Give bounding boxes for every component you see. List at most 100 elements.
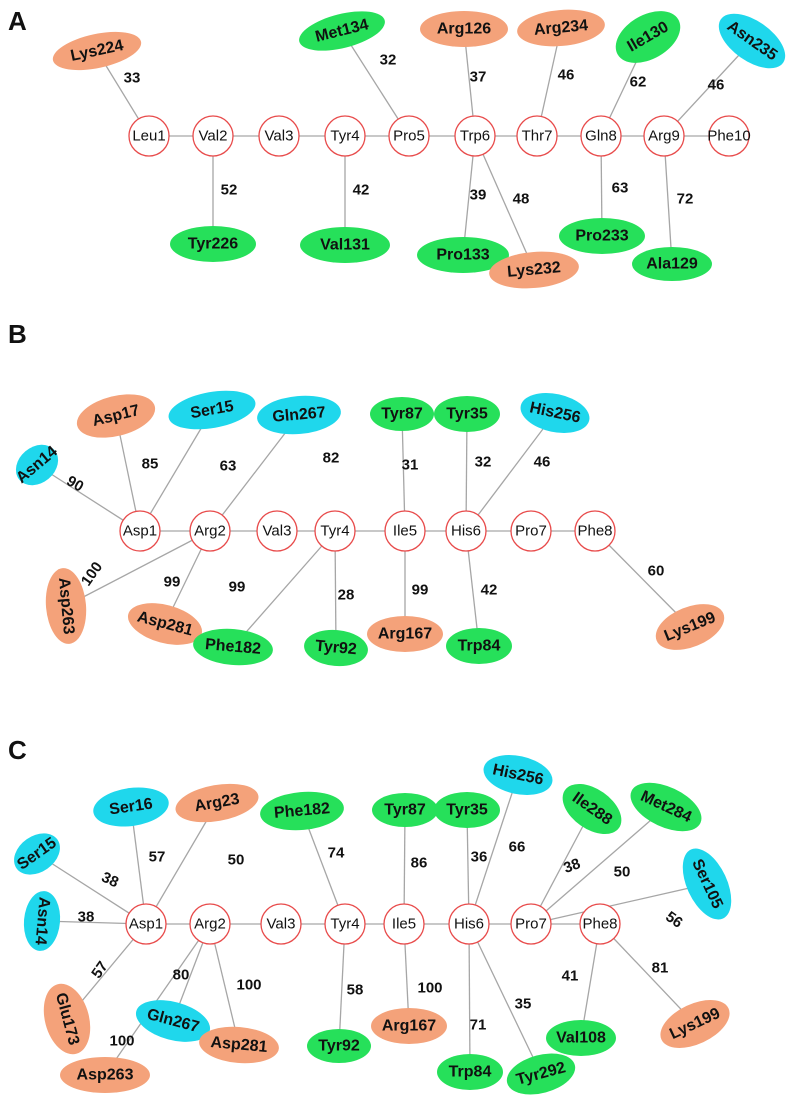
residue-tyr226: Tyr226 xyxy=(170,226,256,262)
residue-ellipse xyxy=(45,568,87,644)
weight-label: 82 xyxy=(323,450,340,467)
residue-label: Lys232 xyxy=(507,259,562,281)
residue-met284: Met284 xyxy=(630,782,702,832)
weight-label: 63 xyxy=(612,180,629,197)
weight-label: 32 xyxy=(380,52,397,69)
residue-asn14: Asn14 xyxy=(23,891,61,951)
residue-ellipse xyxy=(682,848,732,920)
peptide-label: Arg2 xyxy=(194,916,226,933)
residue-ellipse xyxy=(655,604,725,650)
peptide-node-his6: His6 xyxy=(448,903,490,945)
peptide-label: Leu1 xyxy=(132,128,165,145)
weight-label: 35 xyxy=(515,996,532,1013)
residue-label: Phe182 xyxy=(204,636,261,658)
residue-lys199: Lys199 xyxy=(655,604,725,650)
residue-arg234: Arg234 xyxy=(517,9,605,47)
residue-arg23: Arg23 xyxy=(175,783,259,823)
panel-label: A xyxy=(8,6,27,36)
residue-ellipse xyxy=(367,616,443,652)
weight-label: 42 xyxy=(353,182,370,199)
residue-ellipse xyxy=(506,1053,576,1095)
residue-label: Tyr226 xyxy=(188,236,239,253)
edge-trp84-his6 xyxy=(468,923,471,1073)
peptide-node-tyr4: Tyr4 xyxy=(324,903,366,945)
residue-asp263: Asp263 xyxy=(45,568,87,644)
weight-label: 38 xyxy=(561,855,582,877)
residue-ellipse xyxy=(60,1057,150,1093)
peptide-circle xyxy=(580,115,622,157)
peptide-label: Val3 xyxy=(267,916,296,933)
peptide-label: Pro5 xyxy=(393,128,425,145)
weight-label: 81 xyxy=(652,960,669,977)
residue-ser16: Ser16 xyxy=(93,787,169,827)
peptide-circle xyxy=(324,115,366,157)
residue-ellipse xyxy=(434,792,500,828)
peptide-circle xyxy=(119,510,161,552)
residue-ellipse xyxy=(370,397,434,431)
edge-lys199-phe8 xyxy=(599,923,696,1025)
residue-label: Tyr92 xyxy=(315,638,358,659)
residue-label: Arg234 xyxy=(533,17,589,39)
residue-label: Arg167 xyxy=(382,1018,436,1035)
peptide-node-val3: Val3 xyxy=(260,903,302,945)
edge-met284-pro7 xyxy=(530,806,667,925)
residue-ellipse xyxy=(260,791,344,831)
residue-ellipse xyxy=(175,783,259,823)
weight-label: 71 xyxy=(470,1017,487,1034)
weight-label: 85 xyxy=(142,456,159,473)
residue-label: Ala129 xyxy=(646,256,698,273)
residue-label: Tyr35 xyxy=(446,802,488,819)
weight-label: 63 xyxy=(220,458,237,475)
peptide-circle xyxy=(314,510,356,552)
peptide-label: His6 xyxy=(451,523,481,540)
residue-ellipse xyxy=(483,755,553,795)
residue-label: Asp263 xyxy=(55,577,77,635)
weight-label: 42 xyxy=(481,582,498,599)
weight-label: 41 xyxy=(562,968,579,985)
nodes-layer: Ser16Ser15Arg23Asn14Glu173Asp263Gln267As… xyxy=(14,755,732,1095)
residue-ala129: Ala129 xyxy=(632,247,712,281)
residue-ellipse xyxy=(168,390,256,430)
residue-arg126: Arg126 xyxy=(420,11,508,47)
residue-label: Asp263 xyxy=(77,1067,134,1084)
residue-label: Tyr35 xyxy=(446,406,488,423)
weight-label: 90 xyxy=(64,472,87,495)
residue-ellipse xyxy=(632,247,712,281)
peptide-label: Thr7 xyxy=(522,128,553,145)
weight-label: 46 xyxy=(558,67,575,84)
residue-ellipse xyxy=(437,1054,503,1090)
weight-label: 46 xyxy=(534,454,551,471)
panel-c: Ser16Ser15Arg23Asn14Glu173Asp263Gln267As… xyxy=(8,735,732,1095)
residue-label: Gln267 xyxy=(272,404,327,426)
residue-ellipse xyxy=(14,833,60,875)
residue-tyr92: Tyr92 xyxy=(307,1029,371,1063)
residue-tyr87: Tyr87 xyxy=(370,397,434,431)
peptide-label: Asp1 xyxy=(123,523,157,540)
residue-ellipse xyxy=(718,13,786,69)
peptide-label: Arg9 xyxy=(648,128,680,145)
peptide-node-phe8: Phe8 xyxy=(579,903,621,945)
residue-asp281: Asp281 xyxy=(127,603,203,645)
peptide-node-his6: His6 xyxy=(445,510,487,552)
edge-ile288-pro7 xyxy=(530,808,593,925)
weight-label: 33 xyxy=(124,70,141,87)
peptide-label: Val2 xyxy=(199,128,228,145)
weight-label: 50 xyxy=(228,852,245,869)
residue-ellipse xyxy=(660,1000,730,1048)
residue-ellipse xyxy=(420,11,508,47)
residue-ellipse xyxy=(93,787,169,827)
weight-label: 99 xyxy=(412,582,429,599)
residue-asn235: Asn235 xyxy=(718,13,786,69)
weight-label: 62 xyxy=(630,74,647,91)
peptide-circle xyxy=(516,115,558,157)
weight-label: 60 xyxy=(648,563,665,580)
residue-label: Pro133 xyxy=(436,247,489,264)
weight-label: 31 xyxy=(402,457,419,474)
weight-label: 36 xyxy=(471,849,488,866)
residue-lys224: Lys224 xyxy=(52,31,142,71)
residue-ellipse xyxy=(76,394,156,438)
residue-label: Pro233 xyxy=(575,228,628,245)
residue-ellipse xyxy=(15,444,59,486)
